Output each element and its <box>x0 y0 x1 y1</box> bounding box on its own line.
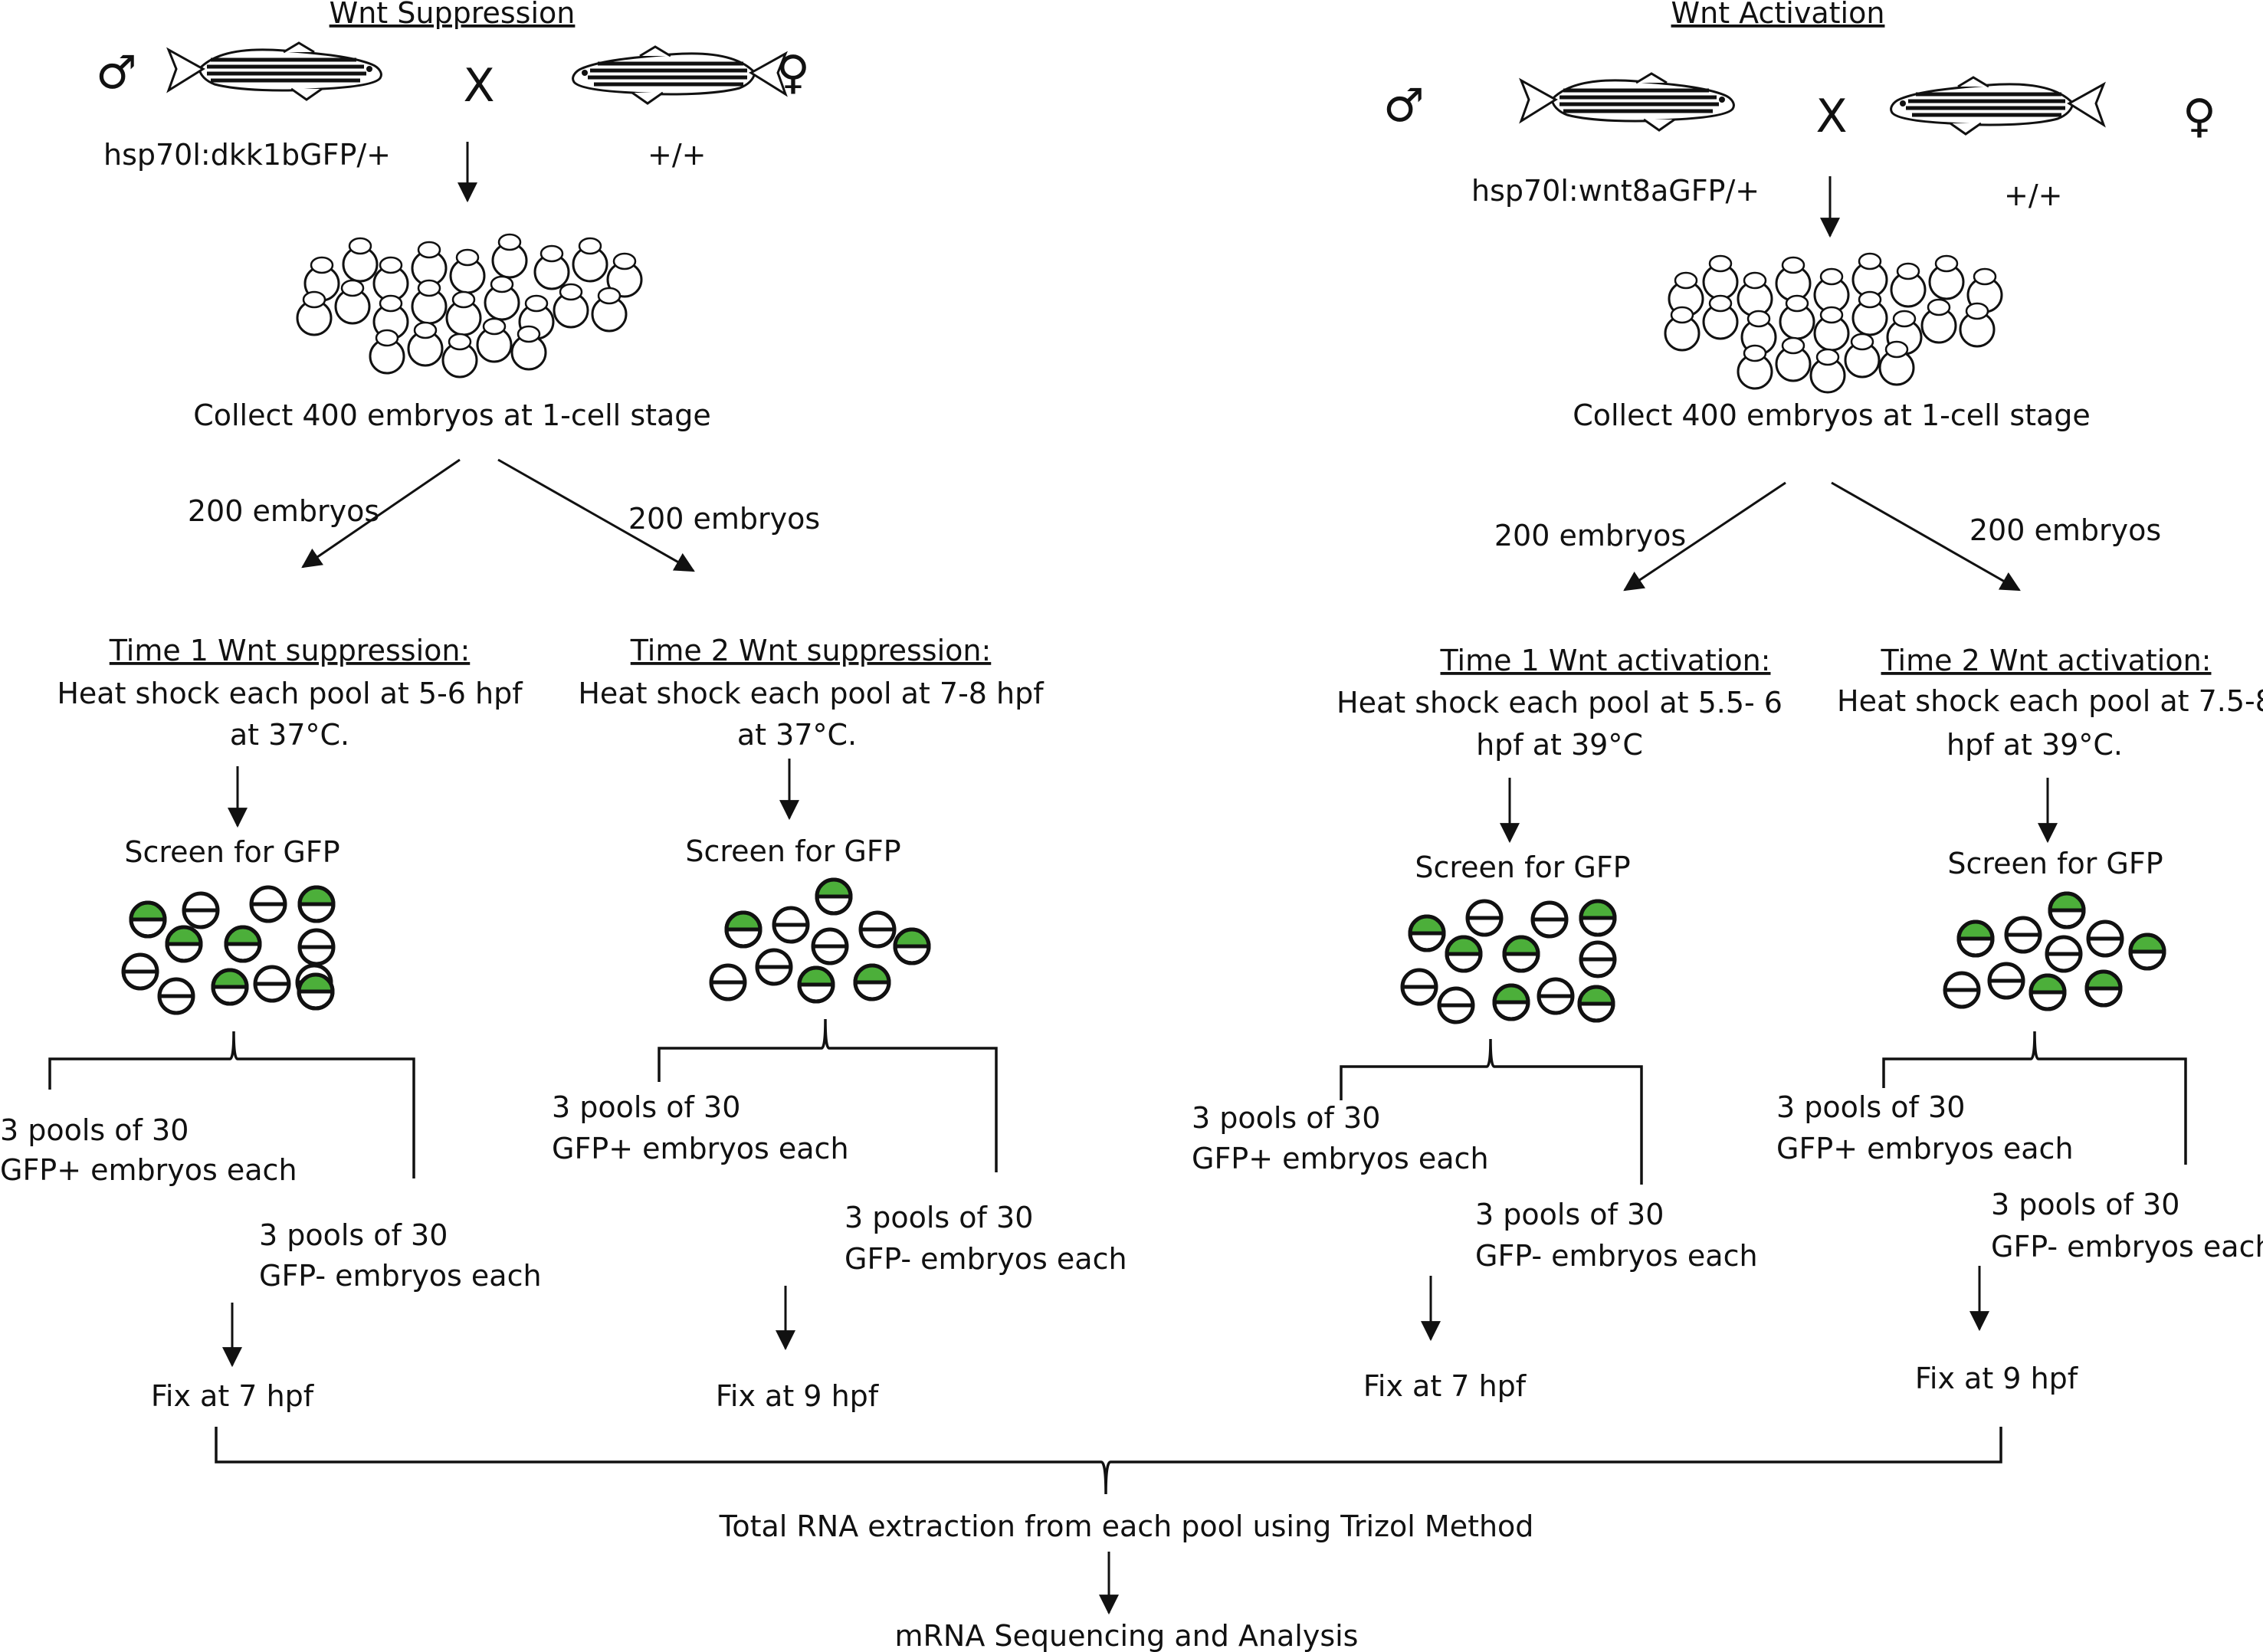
suppression-male-symbol: ♂ <box>96 46 137 100</box>
suppression-time2: Time 2 Wnt suppression: Heat shock each … <box>552 634 1127 1413</box>
activation-time2-screened-embryos <box>1945 893 2164 1009</box>
activation-female-genotype: +/+ <box>2004 179 2062 212</box>
activation-split-right-arrow <box>1831 481 2021 592</box>
suppression-male-fish-icon <box>169 43 381 100</box>
suppression-time2-pos2: GFP+ embryos each <box>552 1132 849 1165</box>
activation-time1-screen: Screen for GFP <box>1415 851 1630 884</box>
suppression-time1-neg2: GFP- embryos each <box>259 1259 542 1293</box>
activation-time1-heading: Time 1 Wnt activation: <box>1440 644 1771 677</box>
suppression-panel: Wnt Suppression ♂ X ♀ hsp70l:dkk1bGFP/+ … <box>0 0 1127 1413</box>
suppression-time1-neg1: 3 pools of 30 <box>259 1218 448 1252</box>
merge-bracket <box>215 1427 2002 1495</box>
suppression-time2-neg2: GFP- embryos each <box>845 1242 1127 1276</box>
activation-time1-neg2: GFP- embryos each <box>1475 1239 1758 1273</box>
suppression-time2-screen: Screen for GFP <box>685 834 900 868</box>
activation-collect-label: Collect 400 embryos at 1-cell stage <box>1573 398 2091 432</box>
suppression-female-symbol: ♀ <box>776 46 810 100</box>
sequencing-label: mRNA Sequencing and Analysis <box>895 1619 1359 1652</box>
activation-time2-screen: Screen for GFP <box>1947 847 2163 880</box>
activation-time2-line1: Heat shock each pool at 7.5-8 <box>1837 684 2263 718</box>
activation-time1-line1: Heat shock each pool at 5.5- 6 <box>1336 686 1783 719</box>
activation-cross: X <box>1815 90 1847 143</box>
activation-male-genotype: hsp70l:wnt8aGFP/+ <box>1471 174 1760 208</box>
suppression-time1-fix: Fix at 7 hpf <box>151 1379 315 1413</box>
activation-female-fish-icon <box>1891 77 2104 134</box>
activation-time1-screened-embryos <box>1402 901 1615 1022</box>
suppression-time1-pos1: 3 pools of 30 <box>0 1113 189 1147</box>
suppression-time1-line2: at 37°C. <box>230 718 349 752</box>
suppression-male-genotype: hsp70l:dkk1bGFP/+ <box>103 138 391 172</box>
activation-time1-pos1: 3 pools of 30 <box>1192 1101 1380 1135</box>
activation-panel: Wnt Activation ♂ X ♀ hsp70l:wnt8aGFP/+ +… <box>1192 0 2263 1403</box>
suppression-time1-screen: Screen for GFP <box>124 835 339 869</box>
activation-time1-fix: Fix at 7 hpf <box>1363 1369 1527 1403</box>
activation-time2-pos1: 3 pools of 30 <box>1776 1090 1965 1124</box>
suppression-female-genotype: +/+ <box>648 138 706 172</box>
suppression-time2-screened-embryos <box>711 880 929 1001</box>
activation-time2-pos2: GFP+ embryos each <box>1776 1132 2074 1165</box>
suppression-title: Wnt Suppression <box>330 0 576 30</box>
activation-title: Wnt Activation <box>1671 0 1885 30</box>
suppression-time1: Time 1 Wnt suppression: Heat shock each … <box>0 634 542 1413</box>
activation-time2-bracket <box>1882 1031 2187 1165</box>
activation-male-symbol: ♂ <box>1383 79 1425 133</box>
activation-time2-neg2: GFP- embryos each <box>1991 1230 2263 1264</box>
activation-time1-line2: hpf at 39°C <box>1476 728 1643 762</box>
suppression-time1-pos2: GFP+ embryos each <box>0 1153 297 1187</box>
suppression-time1-screened-embryos <box>123 887 333 1013</box>
activation-embryo-cluster <box>1664 252 2003 394</box>
suppression-time2-line2: at 37°C. <box>737 718 857 752</box>
suppression-time2-heading: Time 2 Wnt suppression: <box>630 634 992 667</box>
suppression-time2-pos1: 3 pools of 30 <box>552 1090 740 1124</box>
suppression-female-fish-icon <box>573 47 785 103</box>
suppression-split-right-arrow <box>497 458 695 572</box>
suppression-time1-bracket <box>48 1031 415 1178</box>
activation-female-symbol: ♀ <box>2183 90 2216 143</box>
activation-time2-neg1: 3 pools of 30 <box>1991 1188 2179 1221</box>
suppression-cross: X <box>463 59 494 113</box>
suppression-split-left-arrow <box>301 458 461 569</box>
activation-time2-heading: Time 2 Wnt activation: <box>1881 644 2212 677</box>
suppression-collect-label: Collect 400 embryos at 1-cell stage <box>193 398 711 432</box>
suppression-time1-heading: Time 1 Wnt suppression: <box>109 634 471 667</box>
activation-time2-line2: hpf at 39°C. <box>1947 728 2123 762</box>
rna-extraction-label: Total RNA extraction from each pool usin… <box>719 1509 1534 1543</box>
activation-time2: Time 2 Wnt activation: Heat shock each p… <box>1776 644 2263 1395</box>
activation-time1-neg1: 3 pools of 30 <box>1475 1198 1664 1231</box>
activation-split-right-label: 200 embryos <box>1969 513 2161 547</box>
suppression-embryo-cluster <box>296 233 643 379</box>
suppression-time2-line1: Heat shock each pool at 7-8 hpf <box>578 677 1045 710</box>
activation-time1-bracket <box>1340 1038 1643 1185</box>
suppression-time2-neg1: 3 pools of 30 <box>845 1201 1033 1234</box>
suppression-time1-line1: Heat shock each pool at 5-6 hpf <box>57 677 523 710</box>
activation-time1: Time 1 Wnt activation: Heat shock each p… <box>1192 644 1783 1403</box>
suppression-split-right-label: 200 embryos <box>628 502 820 536</box>
activation-time2-fix: Fix at 9 hpf <box>1915 1362 2079 1395</box>
suppression-split-left-label: 200 embryos <box>188 494 379 528</box>
suppression-time2-fix: Fix at 9 hpf <box>716 1379 880 1413</box>
activation-time1-pos2: GFP+ embryos each <box>1192 1142 1489 1175</box>
activation-split-left-arrow <box>1623 481 1786 592</box>
suppression-time2-bracket <box>658 1018 998 1172</box>
activation-split-left-label: 200 embryos <box>1494 519 1686 552</box>
activation-male-fish-icon <box>1521 74 1733 130</box>
